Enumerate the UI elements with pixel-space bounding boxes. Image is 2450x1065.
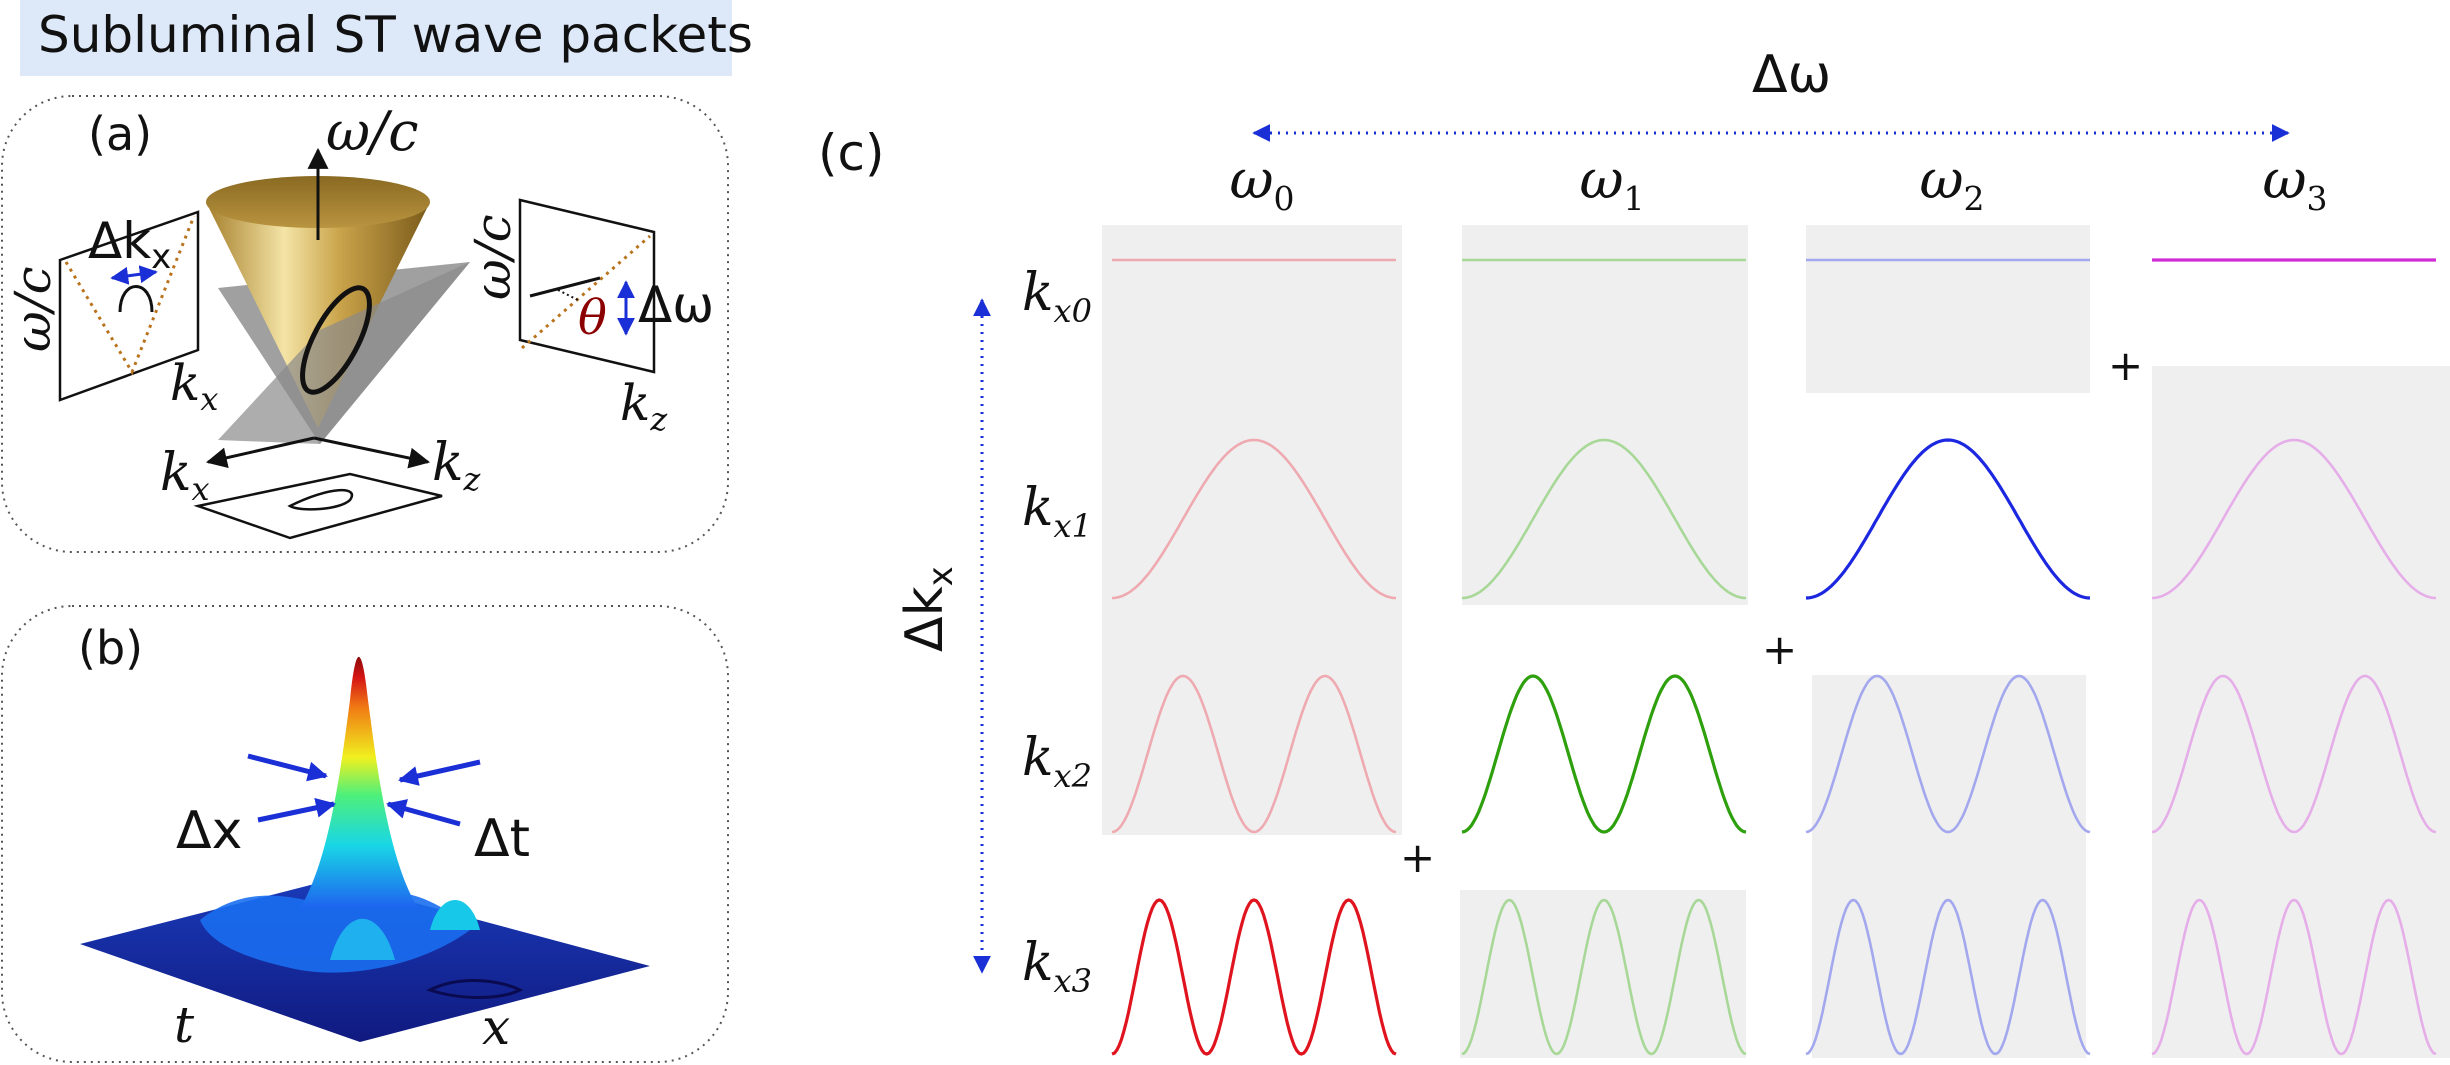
plus-sign-2: + bbox=[1762, 625, 1797, 674]
row-header-kx0: kx0 bbox=[1022, 263, 1092, 330]
cell-backgrounds bbox=[1102, 225, 2450, 1058]
column-header-ω2: ω2 bbox=[1919, 148, 1984, 218]
column-header-ω3: ω3 bbox=[2262, 148, 2327, 218]
row-headers: kx0 kx1 kx2 kx3 bbox=[1022, 263, 1092, 1000]
cell-bg-col1-bottom bbox=[1460, 890, 1746, 1058]
cone-omega-label: ω/c bbox=[326, 100, 418, 163]
base-kx-label: kx bbox=[160, 443, 210, 508]
waveform-kx2-ω1 bbox=[1461, 674, 1747, 834]
panel-a-frame bbox=[1, 95, 729, 553]
waveform-kx3-ω0 bbox=[1111, 898, 1397, 1056]
column-header-ω0: ω0 bbox=[1229, 148, 1294, 218]
panel-b: (b) Δx Δt t x bbox=[1, 605, 729, 1063]
left-inset-plane bbox=[58, 210, 200, 402]
panel-b-label: (b) bbox=[78, 621, 143, 675]
right-inset-xlabel: kz bbox=[620, 374, 668, 438]
column-headers: ω0 ω1 ω2 ω3 bbox=[1229, 148, 2327, 218]
cell-bg-col2-bottom bbox=[1812, 675, 2086, 1058]
left-inset-light-lines bbox=[64, 215, 196, 376]
waveform-kx3-ω1 bbox=[1461, 898, 1747, 1056]
waveform-kx3-ω3 bbox=[2151, 898, 2437, 1056]
wave-packet-sidelobe-front bbox=[330, 918, 395, 960]
kz-axis-arrow bbox=[313, 436, 431, 469]
waveform-kx2-ω3 bbox=[2151, 674, 2437, 834]
title-banner bbox=[20, 0, 732, 76]
right-inset-dotted-arc bbox=[557, 289, 579, 301]
figure-title: Subluminal ST wave packets bbox=[38, 6, 753, 64]
left-inset: Δkx ω/c kx bbox=[4, 210, 218, 418]
waveform-kx2-ω2 bbox=[1805, 674, 2091, 834]
panel-a-label: (a) bbox=[88, 107, 152, 161]
cell-bg-col2-top bbox=[1806, 225, 2090, 393]
axis-x-label: x bbox=[482, 998, 510, 1056]
waveform-kx1-ω2 bbox=[1805, 438, 2091, 600]
left-inset-xlabel: kx bbox=[170, 354, 218, 418]
row-header-kx3: kx3 bbox=[1022, 933, 1092, 1000]
delta-kx-axis-label: Δkx bbox=[895, 566, 961, 652]
delta-t-label: Δt bbox=[474, 809, 530, 869]
cell-bg-col1-top bbox=[1462, 225, 1748, 605]
wave-packet-sidelobe-right bbox=[430, 900, 480, 930]
kx-axis-arrow bbox=[205, 436, 315, 469]
delta-t-arrow-lower-right bbox=[386, 799, 461, 827]
spectral-plane-front bbox=[218, 262, 470, 444]
delta-t-arrow-upper-right bbox=[398, 759, 481, 786]
cell-bg-col0 bbox=[1102, 225, 1402, 835]
light-cone bbox=[206, 202, 430, 428]
right-inset-st-line bbox=[529, 276, 601, 298]
waveform-kx1-ω3 bbox=[2151, 438, 2437, 600]
mode-waveforms bbox=[1111, 258, 2437, 1056]
waveform-kx2-ω0 bbox=[1111, 674, 1397, 834]
panel-b-frame bbox=[1, 605, 729, 1063]
right-inset-plane bbox=[518, 198, 656, 374]
column-header-ω1: ω1 bbox=[1579, 148, 1644, 218]
row-header-kx1: kx1 bbox=[1022, 478, 1092, 545]
plus-sign-3: + bbox=[2108, 341, 2143, 390]
wave-packet-peak bbox=[300, 656, 418, 908]
waveform-kx3-ω2 bbox=[1805, 898, 2091, 1056]
panel-c: (c) Δω Δkx + + + ω0 ω1 ω2 ω3 kx0 kx1 kx2 kx3 bbox=[818, 45, 2450, 1058]
left-inset-delta-arrow bbox=[110, 265, 158, 285]
base-kz-label: kz bbox=[432, 433, 482, 498]
left-inset-ylabel: ω/c bbox=[4, 266, 62, 352]
wave-packet-ring bbox=[426, 979, 524, 999]
delta-x-arrow-upper-left bbox=[247, 753, 328, 782]
delta-x-arrow-lower-left bbox=[257, 797, 336, 823]
left-inset-delta-label: Δkx bbox=[88, 212, 171, 277]
waveform-kx1-ω0 bbox=[1111, 438, 1397, 600]
left-inset-curve bbox=[118, 285, 154, 313]
base-projection bbox=[287, 489, 354, 511]
base-plane bbox=[193, 472, 443, 540]
wave-packet-sidelobes bbox=[200, 891, 470, 973]
right-inset-delta-label: Δω bbox=[638, 276, 714, 334]
right-inset-ylabel: ω/c bbox=[464, 214, 522, 300]
waveform-kx1-ω1 bbox=[1461, 438, 1747, 600]
delta-omega-axis-label: Δω bbox=[1752, 45, 1831, 105]
theta-label: θ bbox=[578, 290, 607, 346]
intersection-ellipse bbox=[300, 285, 372, 395]
axis-t-label: t bbox=[174, 996, 195, 1054]
panel-a: (a) Δkx ω/c kx ω/c kx kz bbox=[1, 95, 729, 553]
delta-x-label: Δx bbox=[176, 801, 242, 861]
cell-bg-col3 bbox=[2152, 366, 2450, 1058]
light-cone-diagram: ω/c kx kz bbox=[160, 100, 482, 540]
panel-c-label: (c) bbox=[818, 124, 885, 182]
row-header-kx2: kx2 bbox=[1022, 728, 1092, 795]
plus-sign-1: + bbox=[1400, 833, 1435, 882]
right-inset: θ Δω ω/c kz bbox=[464, 198, 714, 438]
